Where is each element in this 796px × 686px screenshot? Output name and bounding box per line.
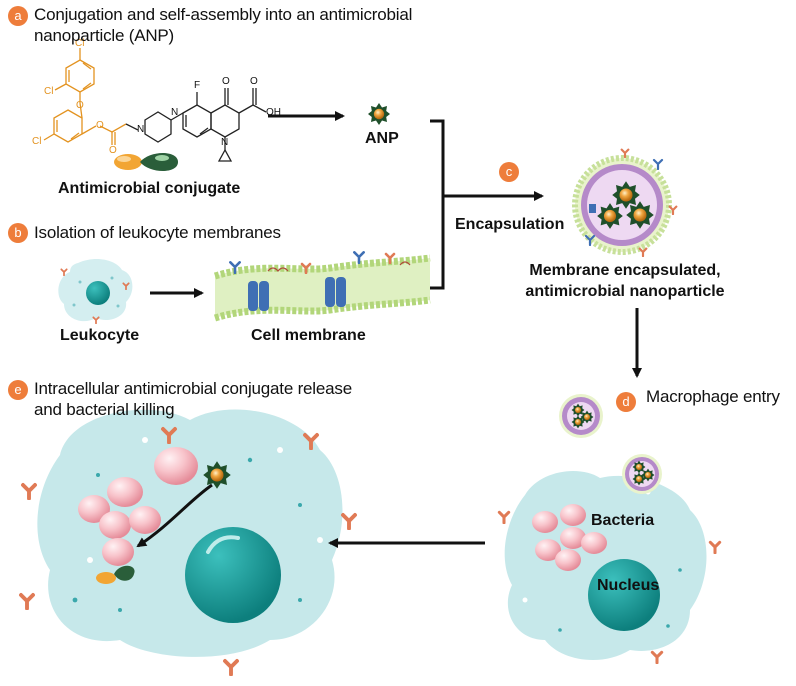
atom-n: N [221,137,229,148]
atom-cl: Cl [44,86,54,97]
atom-o: O [222,76,230,87]
atom-cl: Cl [75,38,85,49]
anp-label: ANP [365,130,399,147]
released-conjugate-icon [96,565,135,584]
anp-particle-icon [368,103,390,125]
atom-o: O [250,76,258,87]
encapsulated-label-line1: Membrane encapsulated, [529,262,721,279]
macrophage-release-cell [19,409,357,676]
step-badge-e: e [8,380,28,400]
leukocyte-label: Leukocyte [60,327,140,344]
step-a-title-line1: Conjugation and self-assembly into an an… [34,5,413,24]
cell-membrane [213,251,431,322]
step-e-title-line2: and bacterial killing [34,400,175,419]
atom-cl: Cl [32,136,42,147]
cell-membrane-label: Cell membrane [251,327,366,344]
atom-n: N [171,107,179,118]
leukocyte-cell [58,259,133,324]
atom-oh: OH [266,107,281,118]
step-badge-c: c [499,162,519,182]
nucleus-label: Nucleus [597,577,660,594]
step-e-title-line1: Intracellular antimicrobial conjugate re… [34,379,352,398]
atom-o: O [96,120,104,131]
bacteria-label: Bacteria [591,512,655,529]
step-a-title-line2: nanoparticle (ANP) [34,26,175,45]
atom-o: O [76,100,84,111]
encapsulation-label: Encapsulation [455,216,565,233]
step-b-title: Isolation of leukocyte membranes [34,223,281,242]
floating-nanoparticle [559,394,603,438]
atom-o: O [109,145,117,156]
step-d-title: Macrophage entry [646,387,780,406]
encapsulated-label-line2: antimicrobial nanoparticle [525,283,725,300]
step-badge-b: b [8,223,28,243]
conjugate-label: Antimicrobial conjugate [58,180,241,197]
atom-n: N [137,124,145,135]
merge-bracket [430,119,445,290]
conjugate-structure [43,48,267,162]
macrophage-entry-cell [497,454,722,664]
step-badge-a: a [8,6,28,26]
step-badge-d: d [616,392,636,412]
atom-f: F [194,80,201,91]
encapsulated-nanoparticle [572,148,678,257]
conjugate-icon [114,153,178,171]
